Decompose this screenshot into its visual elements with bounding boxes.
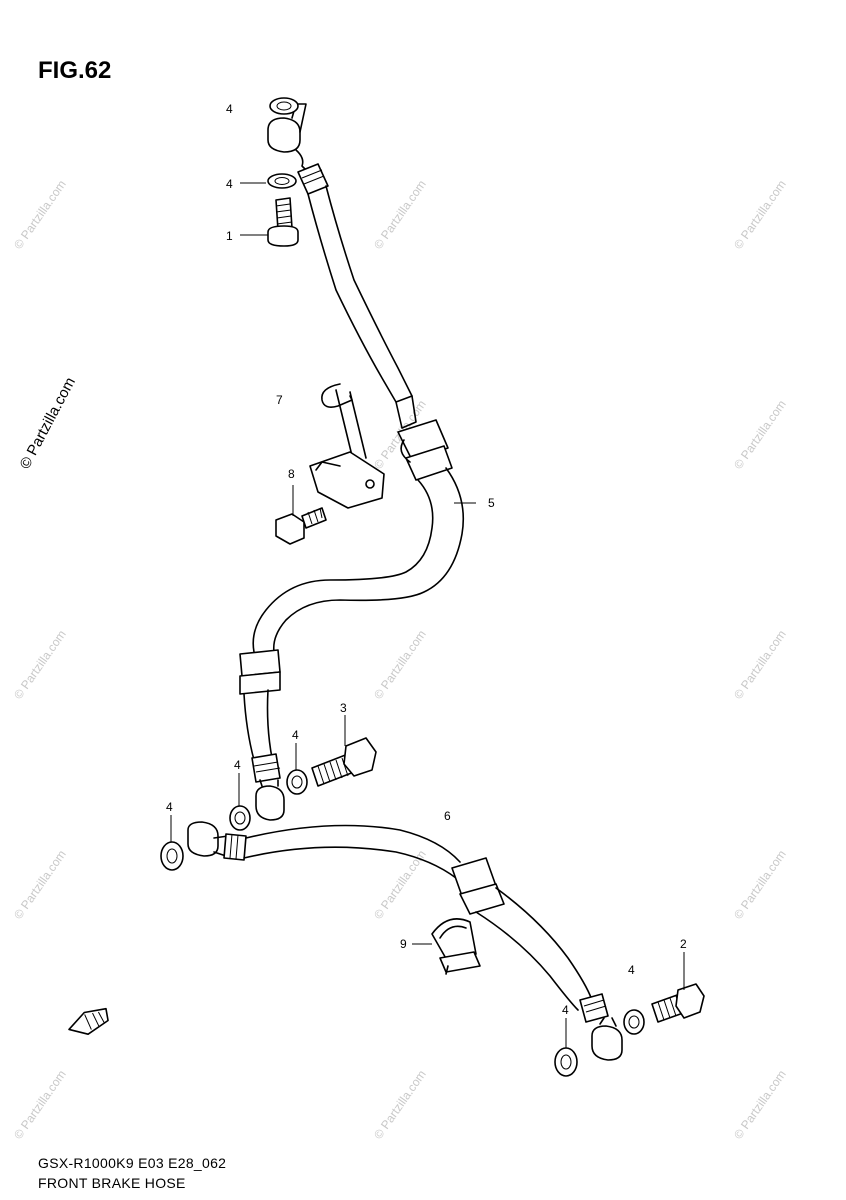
union-bolt-3[interactable] xyxy=(311,737,377,787)
callout-6[interactable]: 6 xyxy=(444,809,451,823)
callout-8[interactable]: 8 xyxy=(288,467,295,481)
watermark: © Partzilla.com xyxy=(731,177,789,251)
union-bolt-2[interactable] xyxy=(651,983,705,1023)
front-brake-hose-upper[interactable] xyxy=(267,103,453,481)
washer-mid-2[interactable] xyxy=(229,805,251,831)
watermark: © Partzilla.com xyxy=(11,177,69,251)
watermark: © Partzilla.com xyxy=(371,177,429,251)
callout-4[interactable]: 4 xyxy=(226,102,233,116)
callout-7[interactable]: 7 xyxy=(276,393,283,407)
watermark: © Partzilla.com xyxy=(731,1067,789,1141)
watermark: © Partzilla.com xyxy=(11,627,69,701)
washer-top-2[interactable] xyxy=(267,173,297,189)
washer-low-2[interactable] xyxy=(554,1047,578,1077)
washer-top-1[interactable] xyxy=(269,97,299,115)
callout-3[interactable]: 3 xyxy=(340,701,347,715)
callout-4[interactable]: 4 xyxy=(628,963,635,977)
forward-arrow-icon xyxy=(68,1007,109,1035)
front-brake-hose-middle[interactable] xyxy=(239,467,465,821)
hose-bracket[interactable] xyxy=(309,383,385,509)
figure-code: GSX-R1000K9 E03 E28_062 xyxy=(38,1155,226,1171)
watermark: © Partzilla.com xyxy=(731,847,789,921)
callout-4[interactable]: 4 xyxy=(234,758,241,772)
washer-low-1[interactable] xyxy=(623,1009,645,1035)
callout-9[interactable]: 9 xyxy=(400,937,407,951)
callout-4[interactable]: 4 xyxy=(292,728,299,742)
callout-2[interactable]: 2 xyxy=(680,937,687,951)
figure-caption: FRONT BRAKE HOSE xyxy=(38,1175,186,1191)
watermark: © Partzilla.com xyxy=(731,627,789,701)
callout-5[interactable]: 5 xyxy=(488,496,495,510)
callout-4[interactable]: 4 xyxy=(226,177,233,191)
watermark-side: © Partzilla.com xyxy=(17,375,79,472)
hose-clamp-9[interactable] xyxy=(431,918,481,975)
washer-mid-1[interactable] xyxy=(286,769,308,795)
watermark: © Partzilla.com xyxy=(371,1067,429,1141)
watermark: © Partzilla.com xyxy=(371,627,429,701)
callout-4[interactable]: 4 xyxy=(166,800,173,814)
union-bolt-1[interactable] xyxy=(267,197,299,247)
figure-title: FIG.62 xyxy=(38,57,111,84)
bolt-8[interactable] xyxy=(275,507,327,545)
watermark: © Partzilla.com xyxy=(11,847,69,921)
watermark: © Partzilla.com xyxy=(11,1067,69,1141)
front-brake-hose-lower[interactable] xyxy=(187,821,623,1061)
washer-left[interactable] xyxy=(160,841,184,871)
callout-1[interactable]: 1 xyxy=(226,229,233,243)
callouts: 4 4 1 7 8 5 3 4 4 4 6 9 2 4 4 xyxy=(166,102,687,1017)
watermark: © Partzilla.com xyxy=(731,397,789,471)
leader-lines xyxy=(170,182,685,1048)
callout-4[interactable]: 4 xyxy=(562,1003,569,1017)
